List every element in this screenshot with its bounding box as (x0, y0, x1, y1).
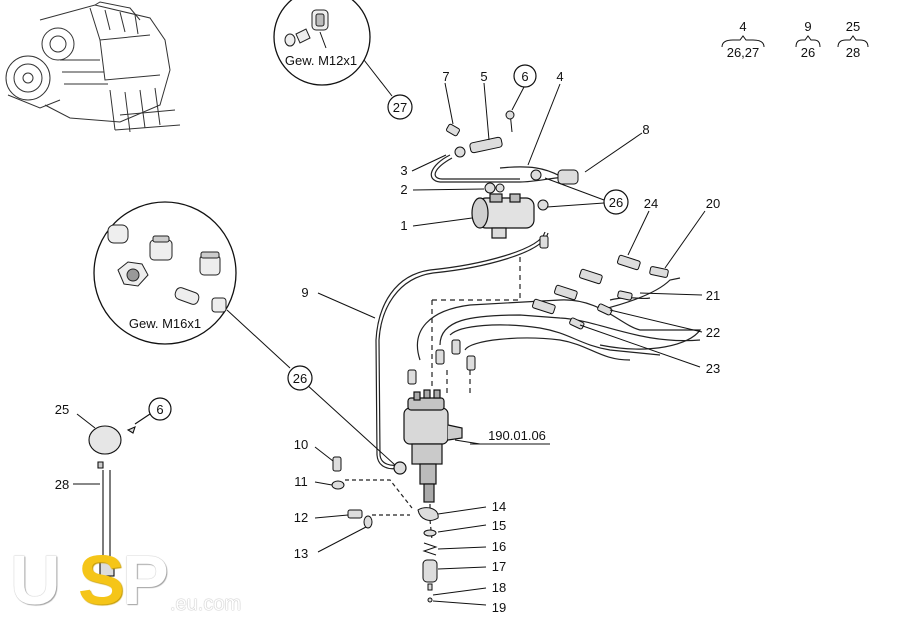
callout-19: 19 (492, 600, 506, 615)
callout-26-left: 26 (293, 371, 307, 386)
callout-18: 18 (492, 580, 506, 595)
logo-letter-s: S (78, 541, 125, 619)
logo-letter-p: P (122, 541, 169, 619)
distributor-hardware-icon (331, 456, 439, 603)
callout-5: 5 (480, 69, 487, 84)
callout-24: 24 (644, 196, 658, 211)
logo-domain: .eu.com (170, 593, 242, 615)
callout-8: 8 (642, 122, 649, 137)
ignition-wiring (345, 154, 702, 541)
callouts: 1 2 3 4 5 6 7 8 9 10 11 12 13 14 15 16 1… (55, 64, 720, 615)
callout-11: 11 (294, 474, 308, 489)
callout-4: 4 (556, 69, 563, 84)
callout-25: 25 (55, 402, 69, 417)
spark-plugs-icon (407, 254, 669, 385)
callout-6-top: 6 (521, 69, 528, 84)
legend-top-1: 4 (739, 19, 746, 34)
callout-20: 20 (706, 196, 720, 211)
legend-bottom-2: 26 (801, 45, 815, 60)
coil-hardware-icon (446, 110, 579, 249)
engine-thumbnail-icon (5, 1, 181, 133)
callout-10: 10 (294, 437, 308, 452)
callout-26-top: 26 (609, 195, 623, 210)
callout-3: 3 (400, 163, 407, 178)
callout-22: 22 (706, 325, 720, 340)
leader-lines (73, 82, 706, 606)
cap-and-wire-icon (88, 413, 151, 577)
callout-21: 21 (706, 288, 720, 303)
callout-23: 23 (706, 361, 720, 376)
callout-12: 12 (294, 510, 308, 525)
ignition-coil-icon (471, 193, 535, 239)
callout-15: 15 (492, 518, 506, 533)
callout-2: 2 (400, 182, 407, 197)
callout-14: 14 (492, 499, 506, 514)
callout-16: 16 (492, 539, 506, 554)
logo-letter-u: U (10, 541, 61, 619)
callout-7: 7 (442, 69, 449, 84)
callout-6-left: 6 (156, 402, 163, 417)
usp-logo: U S P .eu.com (10, 545, 280, 617)
legend-bottom-3: 28 (846, 45, 860, 60)
callout-27: 27 (393, 100, 407, 115)
legend: 4 26,27 9 26 25 28 (721, 19, 869, 60)
detail-circle-m12: Gew. M12x1 (273, 0, 393, 97)
callout-17: 17 (492, 559, 506, 574)
callout-13: 13 (294, 546, 308, 561)
legend-top-2: 9 (804, 19, 811, 34)
thread-label-m12: Gew. M12x1 (285, 53, 357, 68)
thread-label-m16: Gew. M16x1 (129, 316, 201, 331)
detail-circle-m16: Gew. M16x1 (93, 201, 291, 369)
legend-top-3: 25 (846, 19, 860, 34)
callout-1: 1 (400, 218, 407, 233)
distributor-icon (393, 389, 463, 503)
part-reference-number: 190.01.06 (488, 428, 546, 443)
callout-28: 28 (55, 477, 69, 492)
legend-bottom-1: 26,27 (727, 45, 760, 60)
callout-9: 9 (301, 285, 308, 300)
